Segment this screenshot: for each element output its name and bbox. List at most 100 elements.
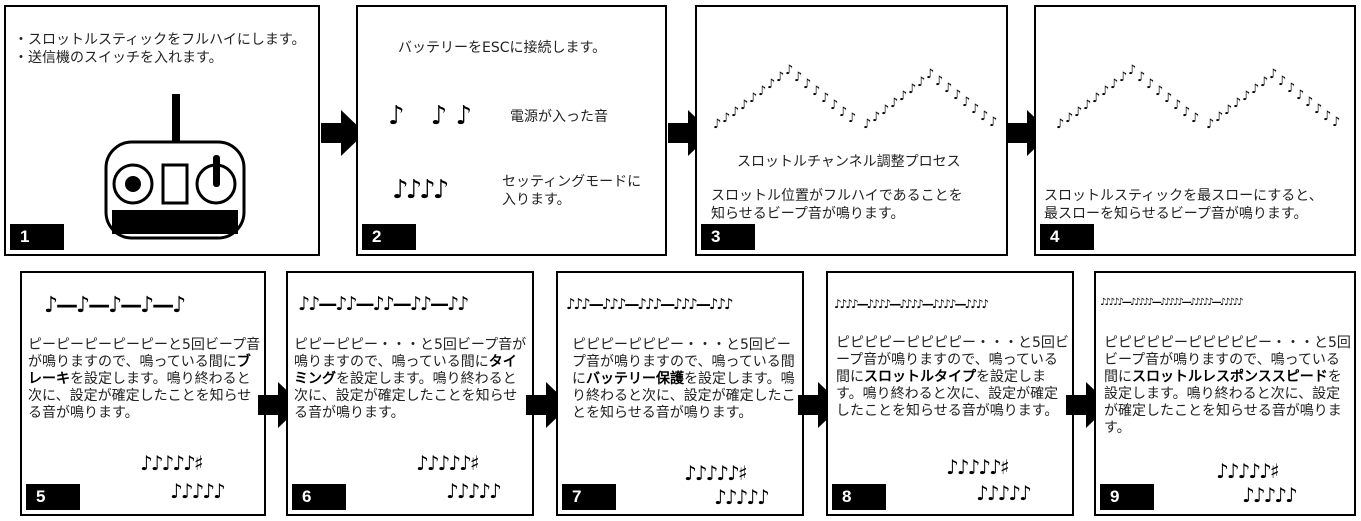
svg-text:♪: ♪ xyxy=(890,96,898,111)
svg-text:♪: ♪ xyxy=(1269,67,1277,82)
svg-text:♪: ♪ xyxy=(1215,110,1223,125)
svg-text:♪: ♪ xyxy=(1083,98,1091,113)
step-badge-5: 5 xyxy=(26,484,80,510)
svg-text:♪: ♪ xyxy=(1056,117,1064,132)
svg-text:♪: ♪ xyxy=(749,91,757,106)
svg-text:♪: ♪ xyxy=(899,89,907,104)
confirm-notes-1: ♪♪♪♪♪♯ xyxy=(416,451,479,475)
svg-text:♪: ♪ xyxy=(1233,96,1241,111)
step-2-title: バッテリーをESCに接続します。 xyxy=(398,40,607,56)
svg-text:♪: ♪ xyxy=(1332,115,1340,130)
svg-text:♪: ♪ xyxy=(1110,77,1118,92)
svg-text:♪: ♪ xyxy=(1137,70,1145,85)
setting-mode-label: セッティングモードに 入ります。 xyxy=(502,174,642,208)
svg-text:♪: ♪ xyxy=(1119,70,1127,85)
setting-mode-notes: ♪♪♪♪ xyxy=(392,175,449,205)
step-badge-6: 6 xyxy=(292,484,346,510)
confirm-notes-2: ♪♪♪♪♪ xyxy=(446,479,502,503)
svg-text:♪: ♪ xyxy=(1182,105,1190,120)
right-arrow-icon xyxy=(526,382,570,428)
step-badge-1: 1 xyxy=(10,224,64,250)
svg-text:♪: ♪ xyxy=(713,117,721,132)
svg-text:♪: ♪ xyxy=(1278,74,1286,89)
svg-text:♪: ♪ xyxy=(1155,84,1163,99)
svg-text:♪: ♪ xyxy=(926,67,934,82)
setting-keyword: スロットルレスポンススピード xyxy=(1132,369,1328,385)
svg-text:♪: ♪ xyxy=(1296,88,1304,103)
svg-text:♪: ♪ xyxy=(1251,82,1259,97)
svg-text:♪: ♪ xyxy=(863,117,871,132)
step-panel-4: ♪♪♪♪♪♪♪♪♪ ♪♪♪♪♪♪♪ ♪♪♪♪♪♪♪♪ ♪♪♪♪♪♪♪ スロットル… xyxy=(1034,5,1356,256)
svg-text:♪: ♪ xyxy=(971,102,979,117)
confirm-notes-1: ♪♪♪♪♪♯ xyxy=(140,451,203,475)
svg-text:♪: ♪ xyxy=(848,111,856,126)
step-6-description: ピピーピピー・・・と5回ビープ音が鳴りますので、鳴っている間にタイミングを設定し… xyxy=(294,337,527,421)
beep-pattern: ♪♪♪♪♪—♪♪♪♪♪—♪♪♪♪♪—♪♪♪♪♪—♪♪♪♪♪ xyxy=(1100,297,1244,308)
svg-text:♪: ♪ xyxy=(962,95,970,110)
step-badge-4: 4 xyxy=(1040,224,1094,250)
svg-text:♪: ♪ xyxy=(1128,63,1136,78)
step-panel-7: ♪♪♪—♪♪♪—♪♪♪—♪♪♪—♪♪♪ ピピピーピピピー・・・と5回ビープ音が鳴… xyxy=(556,271,804,516)
svg-text:♪: ♪ xyxy=(758,84,766,99)
confirm-notes-1: ♪♪♪♪♪♯ xyxy=(684,461,747,485)
svg-text:♪: ♪ xyxy=(722,111,730,126)
svg-text:♪: ♪ xyxy=(1287,81,1295,96)
svg-text:♪: ♪ xyxy=(839,105,847,120)
svg-text:♪: ♪ xyxy=(767,77,775,92)
rc-transmitter-icon xyxy=(104,94,246,240)
svg-text:♪: ♪ xyxy=(1242,89,1250,104)
right-arrow-icon xyxy=(1007,110,1051,156)
confirm-notes-2: ♪♪♪♪♪ xyxy=(714,485,770,509)
step-8-description: ピピピピーピピピピー・・・と5回ビープ音が鳴りますので、鳴っている間にスロットル… xyxy=(836,335,1069,419)
confirm-notes-1: ♪♪♪♪♪♯ xyxy=(946,455,1009,479)
svg-text:♪: ♪ xyxy=(1164,91,1172,106)
right-arrow-icon xyxy=(668,110,712,156)
step-4-text: スロットルスティックを最スローにすると、 最スローを知らせるビープ音が鳴ります。 xyxy=(1044,188,1323,222)
svg-text:♪: ♪ xyxy=(1224,103,1232,118)
svg-text:♪: ♪ xyxy=(1191,111,1199,126)
right-arrow-icon xyxy=(321,110,365,156)
step-panel-6: ♪♪—♪♪—♪♪—♪♪—♪♪ ピピーピピー・・・と5回ビープ音が鳴りますので、鳴… xyxy=(286,271,534,516)
step-badge-9: 9 xyxy=(1100,484,1154,510)
setting-keyword: タイミング xyxy=(294,354,517,387)
step-3-text: スロットル位置がフルハイであることを 知らせるビープ音が鳴ります。 xyxy=(711,188,963,222)
svg-text:♪: ♪ xyxy=(1173,98,1181,113)
svg-text:♪: ♪ xyxy=(1314,102,1322,117)
svg-text:♪: ♪ xyxy=(980,109,988,124)
step-5-description: ピーピーピーピーピーと5回ビープ音が鳴りますので、鳴っている間にブレーキを設定し… xyxy=(28,337,261,421)
svg-text:♪: ♪ xyxy=(776,70,784,85)
power-on-notes: ♪ ♪ ♪ xyxy=(388,101,473,131)
step-badge-3: 3 xyxy=(701,224,755,250)
beep-pattern: ♪—♪—♪—♪—♪ xyxy=(44,293,186,318)
svg-text:♪: ♪ xyxy=(1146,77,1154,92)
svg-text:♪: ♪ xyxy=(812,84,820,99)
step-7-description: ピピピーピピピー・・・と5回ビープ音が鳴りますので、鳴っている間にバッテリー保護… xyxy=(572,337,796,421)
step-panel-3: ♪♪♪♪♪♪♪♪♪ ♪♪♪♪♪♪♪ ♪♪♪♪♪♪♪♪ ♪♪♪♪♪♪♪ スロットル… xyxy=(695,5,1008,256)
step-panel-2: バッテリーをESCに接続します。 ♪ ♪ ♪ 電源が入った音 ♪♪♪♪ セッティ… xyxy=(356,5,667,256)
svg-text:♪: ♪ xyxy=(803,77,811,92)
step-panel-1: ・スロットルスティックをフルハイにします。 ・送信機のスイッチを入れます。 1 xyxy=(4,5,320,256)
confirm-notes-2: ♪♪♪♪♪ xyxy=(1242,483,1298,507)
svg-text:♪: ♪ xyxy=(944,81,952,96)
svg-text:♪: ♪ xyxy=(881,103,889,118)
right-arrow-icon xyxy=(258,382,302,428)
beep-wave-icon: ♪♪♪♪♪♪♪♪♪ ♪♪♪♪♪♪♪ ♪♪♪♪♪♪♪♪ ♪♪♪♪♪♪♪ xyxy=(1056,63,1340,132)
svg-text:♪: ♪ xyxy=(1092,91,1100,106)
svg-text:♪: ♪ xyxy=(821,91,829,106)
power-on-label: 電源が入った音 xyxy=(510,109,608,125)
svg-text:♪: ♪ xyxy=(989,115,997,130)
step-9-description: ピピピピピーピピピピピー・・・と5回ビープ音が鳴りますので、鳴っている間にスロッ… xyxy=(1104,335,1351,436)
svg-text:♪: ♪ xyxy=(1206,117,1214,132)
svg-text:♪: ♪ xyxy=(785,63,793,78)
step-panel-5: ♪—♪—♪—♪—♪ ピーピーピーピーピーと5回ビープ音が鳴りますので、鳴っている… xyxy=(20,271,266,516)
step-1-line-2: ・送信機のスイッチを入れます。 xyxy=(14,50,223,66)
svg-text:♪: ♪ xyxy=(830,98,838,113)
beep-wave-icon: ♪♪♪♪♪♪♪♪♪ ♪♪♪♪♪♪♪ ♪♪♪♪♪♪♪♪ ♪♪♪♪♪♪♪ xyxy=(713,63,997,132)
setting-keyword: スロットルタイプ xyxy=(864,369,976,385)
step-badge-8: 8 xyxy=(832,484,886,510)
step-panel-9: ♪♪♪♪♪—♪♪♪♪♪—♪♪♪♪♪—♪♪♪♪♪—♪♪♪♪♪ ピピピピピーピピピピ… xyxy=(1094,271,1356,516)
step-3-caption: スロットルチャンネル調整プロセス xyxy=(737,154,961,170)
right-arrow-icon xyxy=(1066,382,1110,428)
svg-text:♪: ♪ xyxy=(1323,109,1331,124)
svg-text:♪: ♪ xyxy=(1065,111,1073,126)
